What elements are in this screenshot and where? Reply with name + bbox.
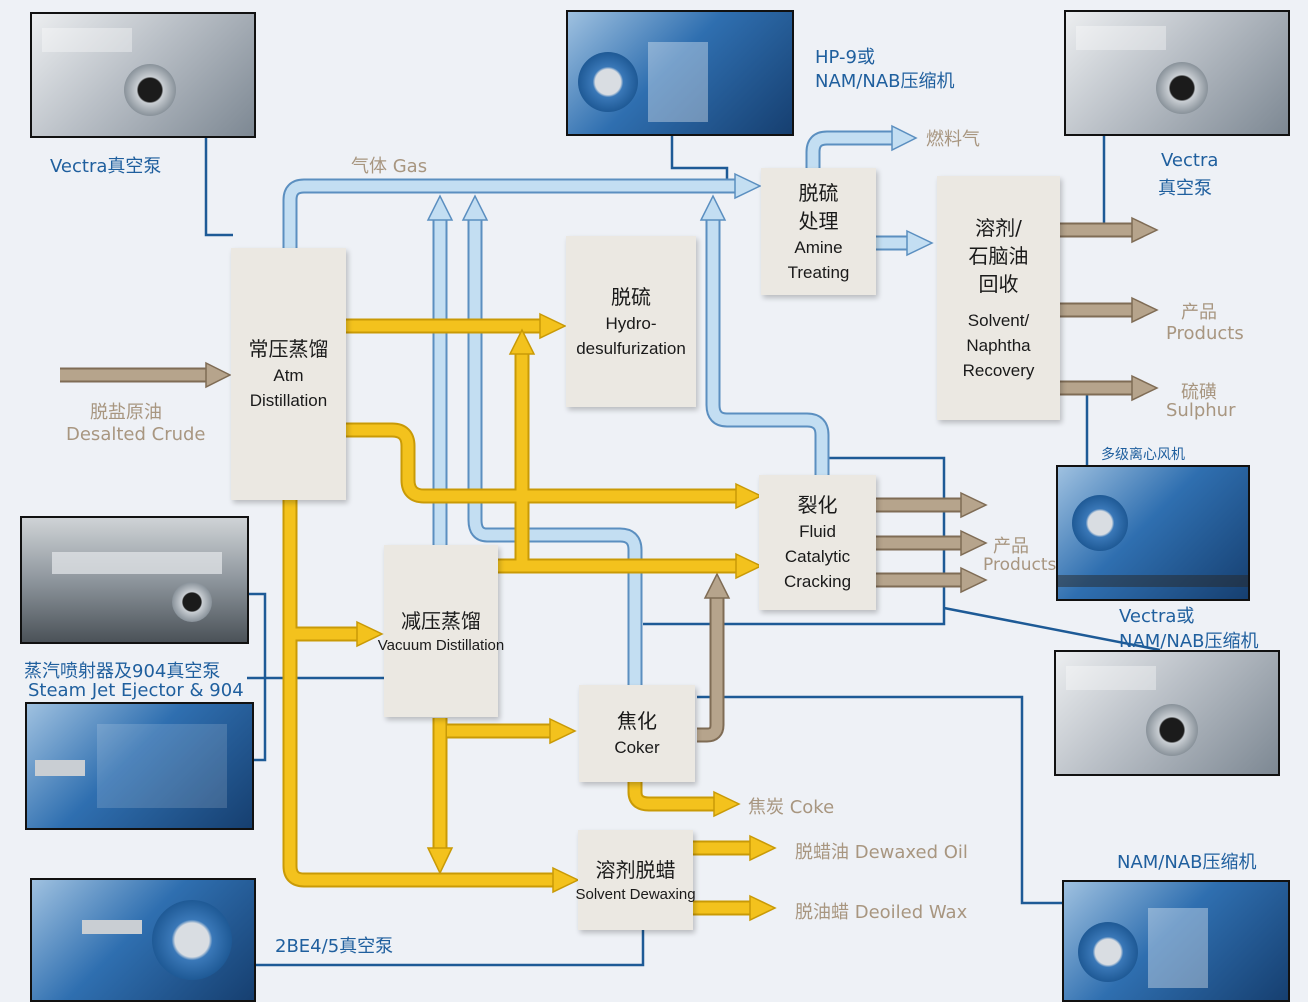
line-nam-br <box>697 695 1063 905</box>
amine-treating-en2: Treating <box>787 262 850 282</box>
blower-inlet-icon <box>1072 495 1128 551</box>
solvent-dewaxing-box: 溶剂脱蜡 Solvent Dewaxing <box>575 830 696 930</box>
atm-distillation-box: 常压蒸馏 Atm Distillation <box>231 248 346 500</box>
gas-label: 气体 Gas <box>351 156 428 177</box>
coker-en: Coker <box>614 738 660 757</box>
coker-cn: 焦化 <box>617 709 657 733</box>
steam-jet-ejector-photo <box>20 516 249 644</box>
solvent-recovery-cn2: 石脑油 <box>968 243 1029 268</box>
pump-body-highlight <box>1076 26 1166 50</box>
hydrodesulfurization-box: 脱硫 Hydro- desulfurization <box>566 236 696 407</box>
vectra-pump-label-tr-1: Vectra <box>1161 150 1219 171</box>
hp9-label-line1: HP-9或 <box>815 47 875 68</box>
dewaxed-oil-label: 脱蜡油 Dewaxed Oil <box>795 842 968 863</box>
fcc-en3: Cracking <box>783 572 852 591</box>
vectra-pump-label-tl: Vectra真空泵 <box>50 156 162 177</box>
vectra-pump-photo-tr <box>1064 10 1290 136</box>
pump-flange-icon <box>1146 704 1198 756</box>
hydrodesulfurization-en2: desulfurization <box>576 338 686 358</box>
line-vectra-nam <box>943 606 1161 652</box>
products-cn-label: 产品 <box>1181 302 1217 323</box>
pump-casing-icon <box>152 900 232 980</box>
nam-nab-compressor-photo <box>1062 880 1290 1002</box>
hydrodesulfurization-cn: 脱硫 <box>611 284 651 309</box>
sulphur-en-label: Sulphur <box>1166 400 1236 421</box>
solvent-dewaxing-cn: 溶剂脱蜡 <box>595 857 676 882</box>
gas-flows <box>282 124 934 685</box>
vacuum-pump-904-photo <box>25 702 254 830</box>
solvent-recovery-cn3: 回收 <box>978 271 1019 296</box>
amine-treating-box: 脱硫 处理 Amine Treating <box>761 168 876 295</box>
vectra-pump-photo-tl <box>30 12 256 138</box>
hydrodesulfurization-en1: Hydro- <box>605 313 657 333</box>
vectra-or-nam-label-1: Vectra或 <box>1119 606 1195 627</box>
coke-label: 焦炭 Coke <box>748 797 835 818</box>
compressor-flange-icon <box>1078 922 1138 982</box>
liquid-flows <box>282 312 777 922</box>
amine-treating-cn1: 脱硫 <box>798 180 839 205</box>
multistage-blower-label: 多级离心风机 <box>1101 447 1185 463</box>
amine-treating-en1: Amine <box>794 237 843 257</box>
solvent-recovery-en1: Solvent/ <box>967 310 1030 330</box>
fcc-cn: 裂化 <box>797 493 838 517</box>
solvent-dewaxing-en: Solvent Dewaxing <box>575 885 696 903</box>
coker-box: 焦化 Coker <box>579 685 695 782</box>
tan-flows <box>60 216 1159 743</box>
2be-pump-label: 2BE4/5真空泵 <box>275 936 394 957</box>
pump-housing-highlight <box>97 724 227 808</box>
hp9-label-line2: NAM/NAB压缩机 <box>815 71 955 92</box>
atm-distillation-en2: Distillation <box>249 391 328 410</box>
pump-body-highlight <box>1066 666 1156 690</box>
desalted-crude-cn-label: 脱盐原油 <box>90 402 162 423</box>
pump-body-highlight <box>42 28 132 52</box>
blower-base <box>1058 575 1248 587</box>
line-2be <box>254 930 645 967</box>
solvent-recovery-cn1: 溶剂/ <box>975 215 1022 240</box>
fcc-en2: Catalytic <box>784 547 851 566</box>
steam-jet-label-cn: 蒸汽喷射器及904真空泵 <box>24 661 221 682</box>
atm-distillation-cn: 常压蒸馏 <box>248 337 329 361</box>
fcc-en1: Fluid <box>799 522 836 541</box>
compressor-body-highlight <box>1148 908 1208 988</box>
atm-distillation-en1: Atm <box>273 366 304 385</box>
ejector-pipe <box>52 552 222 574</box>
vectra-or-nam-photo <box>1054 650 1280 776</box>
vectra-or-nam-label-2: NAM/NAB压缩机 <box>1119 631 1259 652</box>
2be-vacuum-pump-photo <box>30 878 256 1002</box>
solvent-naphtha-recovery-box: 溶剂/ 石脑油 回收 Solvent/ Naphtha Recovery <box>937 176 1060 420</box>
amine-treating-cn2: 处理 <box>798 208 839 233</box>
steam-jet-label-en: Steam Jet Ejector & 904 <box>28 680 244 701</box>
sulphur-cn-label: 硫磺 <box>1181 382 1217 403</box>
pump-shaft <box>82 920 142 934</box>
solvent-recovery-en2: Naphtha <box>966 335 1031 355</box>
fuel-gas-label: 燃料气 <box>926 129 980 150</box>
vacuum-distillation-en: Vacuum Distillation <box>377 636 505 654</box>
fluid-catalytic-cracking-box: 裂化 Fluid Catalytic Cracking <box>759 475 876 610</box>
deoiled-wax-label: 脱油蜡 Deoiled Wax <box>795 902 968 923</box>
hp9-compressor-photo <box>566 10 794 136</box>
products-en-label: Products <box>1166 323 1244 344</box>
pump-shaft <box>35 760 85 776</box>
compressor-body-highlight <box>648 42 708 122</box>
line-hp9 <box>670 132 729 185</box>
pump-flange-icon <box>124 64 176 116</box>
nam-nab-label-br: NAM/NAB压缩机 <box>1117 852 1257 873</box>
pump-flange-icon <box>1156 62 1208 114</box>
ejector-flange-icon <box>172 582 212 622</box>
vectra-pump-label-tr-2: 真空泵 <box>1158 178 1212 199</box>
line-vectra-tl <box>204 138 233 237</box>
solvent-recovery-en3: Recovery <box>962 360 1035 380</box>
desalted-crude-en-label: Desalted Crude <box>66 424 206 445</box>
fcc-products-en-label: Products <box>983 555 1057 575</box>
vacuum-distillation-cn: 减压蒸馏 <box>401 608 481 633</box>
compressor-flange-icon <box>578 52 638 112</box>
vacuum-distillation-box: 减压蒸馏 Vacuum Distillation <box>378 545 504 717</box>
multistage-blower-photo <box>1056 465 1250 601</box>
fcc-products-cn-label: 产品 <box>993 536 1029 557</box>
